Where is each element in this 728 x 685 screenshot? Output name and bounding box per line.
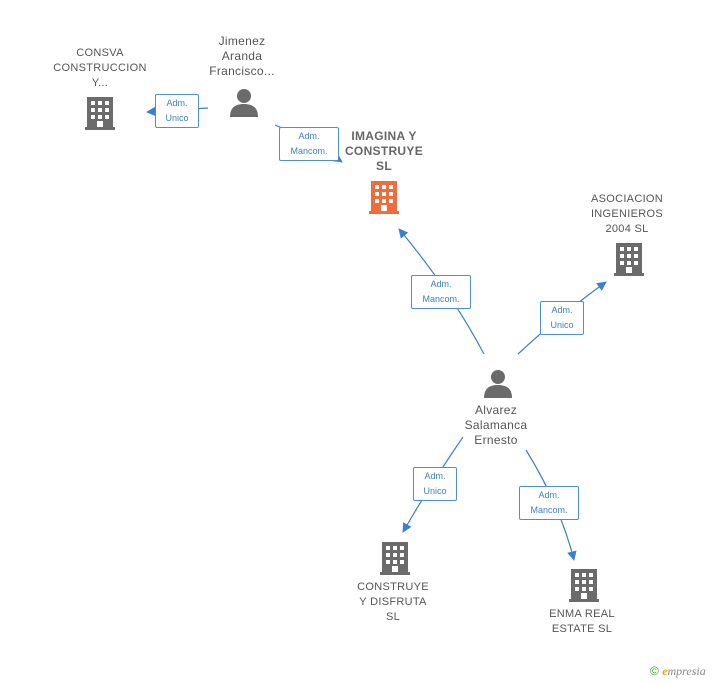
alvarez-label[interactable]: Alvarez Salamanca Ernesto xyxy=(464,403,528,447)
relation-alvarez-asociacion[interactable]: Adm. Unico xyxy=(540,301,584,335)
enma-building-icon[interactable] xyxy=(569,569,599,602)
imagina-building-icon[interactable] xyxy=(369,181,399,214)
construye-building-icon[interactable] xyxy=(380,542,410,575)
asociacion-label[interactable]: ASOCIACION INGENIEROS 2004 SL xyxy=(590,193,664,235)
jimenez-person-icon[interactable] xyxy=(230,89,258,117)
construye-label[interactable]: CONSTRUYE Y DISFRUTA SL xyxy=(357,581,429,623)
consva-building-icon[interactable] xyxy=(85,97,115,130)
jimenez-label[interactable]: Jimenez Aranda Francisco... xyxy=(209,34,275,78)
relation-jimenez-imagina[interactable]: Adm. Mancom. xyxy=(279,127,339,161)
alvarez-person-icon[interactable] xyxy=(484,370,512,398)
relation-alvarez-enma[interactable]: Adm. Mancom. xyxy=(519,486,579,520)
imagina-label[interactable]: IMAGINA Y CONSTRUYE SL xyxy=(344,129,424,173)
brand-footer: © empresia xyxy=(650,664,706,679)
copyright-symbol: © xyxy=(650,664,659,678)
asociacion-building-icon[interactable] xyxy=(614,243,644,276)
relation-jimenez-consva[interactable]: Adm. Unico xyxy=(155,94,199,128)
enma-label[interactable]: ENMA REAL ESTATE SL xyxy=(549,608,615,635)
brand-logo: empresia xyxy=(662,664,706,678)
consva-label[interactable]: CONSVA CONSTRUCCION Y... xyxy=(53,47,147,89)
relation-alvarez-imagina[interactable]: Adm. Mancom. xyxy=(411,275,471,309)
relation-alvarez-construye[interactable]: Adm. Unico xyxy=(413,467,457,501)
